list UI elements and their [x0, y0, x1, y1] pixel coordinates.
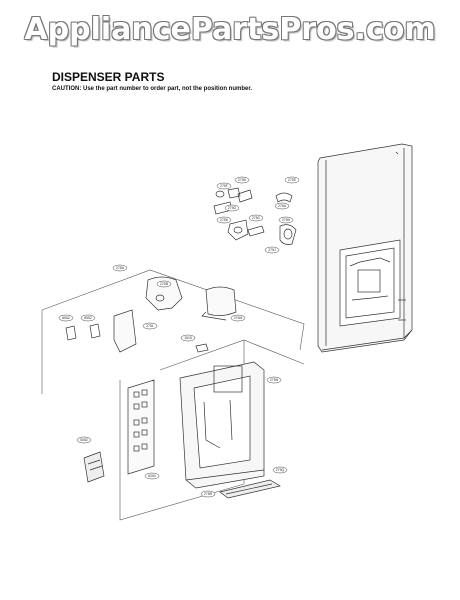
dispenser-housing [179, 361, 265, 489]
callout-label: 275B [160, 282, 169, 286]
callout-label: 275E [288, 178, 297, 182]
callout-label: 6552 [62, 316, 70, 320]
callout-label: 6552 [84, 316, 92, 320]
watermark-logo: AppliancePartsPros.com [24, 12, 436, 47]
callout-label: 275C [252, 216, 261, 220]
callout-label: 275F [220, 184, 228, 188]
callout-label: 275D [238, 178, 247, 182]
callout-label: 1515 [184, 336, 192, 340]
callout-labels: 275F 275D 275E 275G 275A 275C 275H 275J … [62, 178, 297, 496]
callout-label: 275A [116, 266, 125, 270]
callout-label: 275J [268, 248, 276, 252]
callout-label: 275N [270, 378, 279, 382]
callout-label: 275L [146, 324, 154, 328]
callout-label: 275K [220, 218, 229, 222]
callout-label: 275G [228, 206, 237, 210]
mid-parts [65, 276, 237, 353]
callout-label: 275A [278, 204, 287, 208]
door-panel [317, 143, 413, 353]
callout-label: 6254 [148, 474, 156, 478]
callout-label: 275R [204, 492, 213, 496]
callout-label: 275Q [276, 468, 285, 472]
callout-label: 275M [234, 316, 243, 320]
display-module [83, 451, 105, 483]
callout-label: 275H [282, 218, 291, 222]
callouts [58, 176, 300, 498]
callout-label: 5082 [80, 438, 88, 442]
page-title: DISPENSER PARTS [52, 70, 165, 84]
upper-parts-cluster [213, 187, 297, 245]
control-panel-board [127, 379, 155, 475]
caution-note: CAUTION: Use the part number to order pa… [52, 86, 253, 92]
drip-tray [219, 479, 281, 499]
